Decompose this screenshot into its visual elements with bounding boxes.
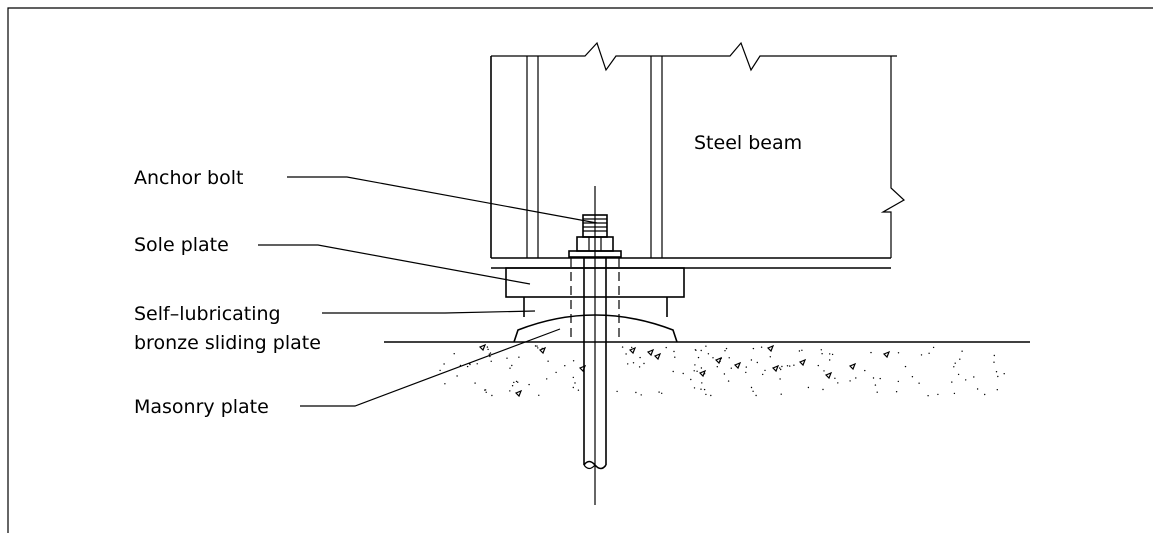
label-sole-plate: Sole plate xyxy=(134,234,531,285)
label-steel-beam: Steel beam xyxy=(694,132,802,154)
steel-beam xyxy=(490,41,906,269)
steel-beam-label: Steel beam xyxy=(694,132,802,154)
masonry-plate-label: Masonry plate xyxy=(134,396,269,418)
bronze-sliding-plate xyxy=(523,297,668,317)
label-masonry-plate: Masonry plate xyxy=(134,328,561,418)
bronze-plate-label-line1: Self–lubricating xyxy=(134,303,281,325)
sole-plate-label: Sole plate xyxy=(134,234,229,256)
right-break-line xyxy=(880,56,906,258)
sole-plate-leader xyxy=(258,244,531,285)
masonry-plate-leader xyxy=(300,328,561,407)
anchor-bolt-leader xyxy=(287,176,598,224)
bronze-plate-leader xyxy=(322,310,536,314)
top-break-line xyxy=(491,41,897,72)
anchor-bolt-label: Anchor bolt xyxy=(134,167,243,189)
bronze-plate-label-line2: bronze sliding plate xyxy=(134,332,321,354)
concrete-stipple xyxy=(439,343,1005,398)
anchor-bolt xyxy=(568,186,622,505)
label-bronze-plate: Self–lubricating bronze sliding plate xyxy=(134,303,536,354)
drawing-frame xyxy=(7,7,1153,533)
label-anchor-bolt: Anchor bolt xyxy=(134,167,598,224)
